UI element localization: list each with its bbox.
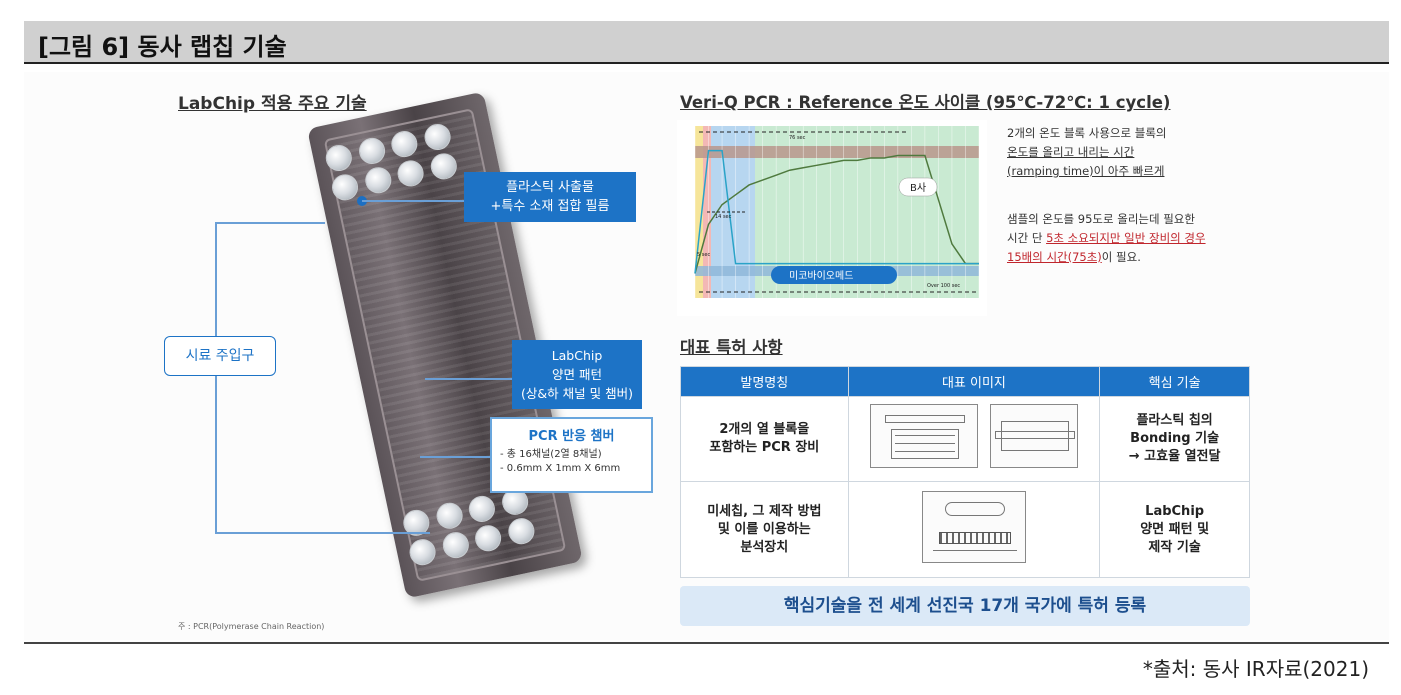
band-95	[695, 146, 979, 158]
temperature-cycle-chart: 76 sec 14 sec 5 sec Over 100 sec B사 미코바이…	[677, 120, 987, 316]
callout-labchip-pattern: LabChip 양면 패턴 (상&하 채널 및 챔버)	[512, 340, 642, 409]
chart-grid	[694, 126, 980, 298]
connector-line	[215, 222, 217, 532]
cell-core-tech: 플라스틱 칩의 Bonding 기술 → 고효율 열전달	[1099, 396, 1250, 482]
cell-patent-image	[847, 396, 1101, 482]
connector-line	[425, 378, 513, 380]
col-header-image: 대표 이미지	[847, 366, 1101, 397]
connector-line	[215, 532, 430, 534]
series-micobio	[694, 149, 979, 274]
col-header-tech: 핵심 기술	[1099, 366, 1250, 397]
chart-description-2: 샘플의 온도를 95도로 올리는데 필요한 시간 단 5초 소요되지만 일반 장…	[1007, 212, 1206, 264]
patent-drawing-3	[921, 490, 1026, 563]
connector-line	[420, 456, 492, 458]
bottom-divider	[24, 642, 1389, 644]
label-b-company: B사	[910, 182, 926, 194]
label-5sec: 5 sec	[697, 252, 710, 258]
callout-plastic-line2: +특수 소재 접합 필름	[490, 199, 610, 214]
table-row: 미세칩, 그 제작 방법 및 이를 이용하는 분석장치 LabChip 양면 패…	[680, 481, 1250, 578]
cell-invention-name: 미세칩, 그 제작 방법 및 이를 이용하는 분석장치	[680, 481, 849, 578]
patent-drawing-2	[989, 404, 1078, 468]
series-b-company	[694, 154, 979, 274]
callout-plastic: 플라스틱 사출물 +특수 소재 접합 필름	[464, 172, 636, 222]
patent-table: 발명명칭 대표 이미지 핵심 기술 2개의 열 블록을 포함하는 PCR 장비	[680, 366, 1250, 578]
callout-plastic-line1: 플라스틱 사출물	[506, 180, 594, 195]
chart-section-title: Veri-Q PCR : Reference 온도 사이클 (95℃-72℃: …	[680, 93, 1171, 112]
footnote: 주 : PCR(Polymerase Chain Reaction)	[178, 622, 325, 631]
patent-section-title: 대표 특허 사항	[680, 338, 783, 357]
page-title: [그림 6] 동사 랩칩 기술	[38, 33, 287, 61]
col-header-name: 발명명칭	[680, 366, 849, 397]
label-14sec: 14 sec	[715, 214, 732, 220]
table-row: 2개의 열 블록을 포함하는 PCR 장비 플라스틱 칩의 Bondi	[680, 396, 1250, 482]
chart-description-1: 2개의 온도 블록 사용으로 블록의 온도를 올리고 내리는 시간 (rampi…	[1007, 126, 1167, 178]
patent-drawing-1	[869, 404, 978, 468]
table-header-row: 발명명칭 대표 이미지 핵심 기술	[680, 366, 1250, 397]
callout-sample-inlet: 시료 주입구	[164, 336, 276, 376]
label-micobio: 미코바이오메드	[789, 270, 853, 282]
patent-banner: 핵심기술을 전 세계 선진국 17개 국가에 특허 등록	[680, 586, 1250, 626]
cell-invention-name: 2개의 열 블록을 포함하는 PCR 장비	[680, 396, 849, 482]
badge-b-company	[898, 177, 938, 197]
band-yellow	[695, 126, 703, 298]
label-over100: Over 100 sec	[927, 283, 960, 289]
labchip-section-title: LabChip 적용 주요 기술	[178, 94, 367, 114]
callout-pcr-chamber: PCR 반응 챔버 - 총 16채널(2열 8채널) - 0.6mm X 1mm…	[490, 417, 653, 493]
header-bar: [그림 6] 동사 랩칩 기술	[24, 21, 1389, 64]
cell-patent-image	[847, 481, 1101, 578]
cell-core-tech: LabChip 양면 패턴 및 제작 기술	[1099, 481, 1250, 578]
label-76sec: 76 sec	[789, 135, 806, 141]
connector-line	[215, 222, 325, 224]
source-note: *출처: 동사 IR자료(2021)	[1142, 657, 1369, 681]
badge-micobio	[771, 266, 897, 284]
connector-line	[362, 200, 464, 202]
